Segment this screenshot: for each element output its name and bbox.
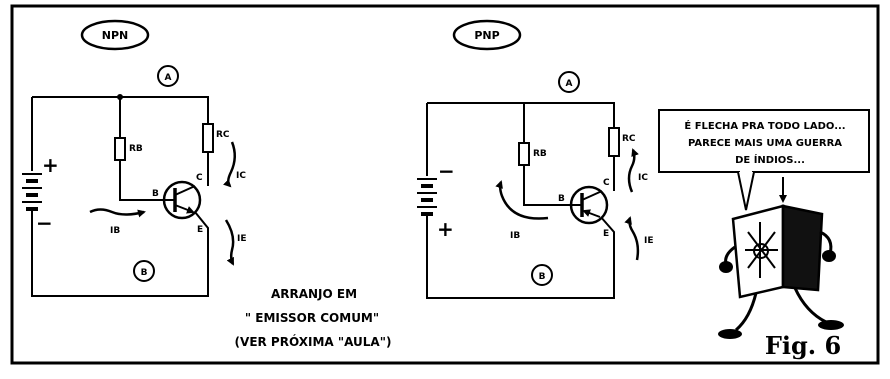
bubble-line-2: PARECE MAIS UMA GUERRA — [688, 138, 842, 149]
speech-bubble: É FLECHA PRA TODO LADO... PARECE MAIS UM… — [658, 109, 870, 211]
caption-line-1: ARRANJO EM — [271, 287, 357, 301]
figure-label: Fig. 6 — [765, 331, 841, 360]
npn-node-a-label: A — [165, 73, 172, 83]
npn-junction-dot — [117, 94, 123, 100]
npn-battery-gap — [24, 171, 40, 210]
npn-rb-label: RB — [129, 144, 143, 154]
npn-ib-label: IB — [110, 226, 120, 236]
npn-rb-resistor — [114, 137, 126, 161]
npn-emitter-return-wire — [31, 97, 209, 297]
pnp-title: PNP — [474, 29, 499, 42]
pnp-circuit: PNP A RB RC − + B C E IB — [417, 19, 654, 299]
bubble-line-3: DE ÍNDIOS... — [735, 153, 805, 166]
pnp-battery-gap — [419, 176, 435, 215]
pnp-base-wire — [523, 165, 569, 206]
pnp-base-label: B — [558, 194, 565, 204]
pnp-collector-label: C — [603, 178, 610, 188]
pnp-battery-plus: + — [437, 217, 454, 241]
pnp-emitter-label: E — [603, 229, 609, 239]
npn-title-oval — [80, 19, 150, 51]
npn-battery-minus: − — [36, 211, 53, 235]
caption-line-3: (VER PRÓXIMA "AULA") — [235, 334, 392, 349]
npn-ic-arrow — [222, 141, 236, 188]
pnp-rb-resistor — [518, 142, 530, 166]
caption-line-2: " EMISSOR COMUM" — [245, 311, 379, 325]
pnp-battery-minus: − — [438, 159, 455, 183]
npn-top-wire — [32, 96, 209, 124]
pnp-ib-arrow — [495, 180, 549, 220]
npn-base-label: B — [152, 189, 159, 199]
pnp-rc-label: RC — [622, 134, 636, 144]
pnp-ib-label: IB — [510, 231, 520, 241]
pnp-node-a-label: A — [566, 79, 573, 89]
npn-title: NPN — [102, 29, 128, 42]
pnp-rb-label: RB — [533, 149, 547, 159]
npn-battery — [22, 173, 42, 211]
pnp-node-b-label: B — [539, 272, 546, 282]
npn-node-b-label: B — [141, 268, 148, 278]
npn-emitter-label: E — [197, 225, 203, 235]
pnp-ie-label: IE — [644, 236, 654, 246]
npn-battery-plus: + — [42, 153, 59, 177]
npn-ie-arrow — [224, 219, 235, 266]
npn-node-a-circle — [157, 65, 179, 87]
npn-ie-label: IE — [237, 234, 247, 244]
npn-rc-resistor — [202, 123, 214, 153]
npn-node-b-circle — [133, 260, 155, 282]
bubble-line-1: É FLECHA PRA TODO LADO... — [684, 119, 845, 132]
cartoon-character-illustration — [718, 177, 844, 339]
pnp-title-oval — [452, 19, 522, 51]
pnp-ie-arrow — [624, 216, 640, 261]
speech-bubble-box — [658, 109, 870, 173]
npn-ic-label: IC — [236, 171, 246, 181]
pnp-ic-arrow — [627, 148, 639, 193]
outer-frame — [10, 4, 880, 365]
npn-ib-arrow — [89, 208, 146, 218]
pnp-rc-resistor — [608, 127, 620, 157]
caption: ARRANJO EM " EMISSOR COMUM" (VER PRÓXIMA… — [235, 287, 392, 349]
pnp-ic-label: IC — [638, 173, 648, 183]
speech-bubble-tail — [737, 171, 755, 211]
pnp-node-b-circle — [531, 264, 553, 286]
pnp-top-wire — [427, 102, 615, 128]
npn-rc-label: RC — [216, 130, 230, 140]
npn-collector-label: C — [196, 173, 203, 183]
pnp-battery — [417, 178, 437, 216]
pnp-node-a-circle — [558, 71, 580, 93]
npn-base-wire — [119, 160, 163, 201]
pnp-emitter-return-wire — [426, 103, 615, 299]
npn-circuit: NPN A RB RC + − B C — [22, 19, 247, 297]
